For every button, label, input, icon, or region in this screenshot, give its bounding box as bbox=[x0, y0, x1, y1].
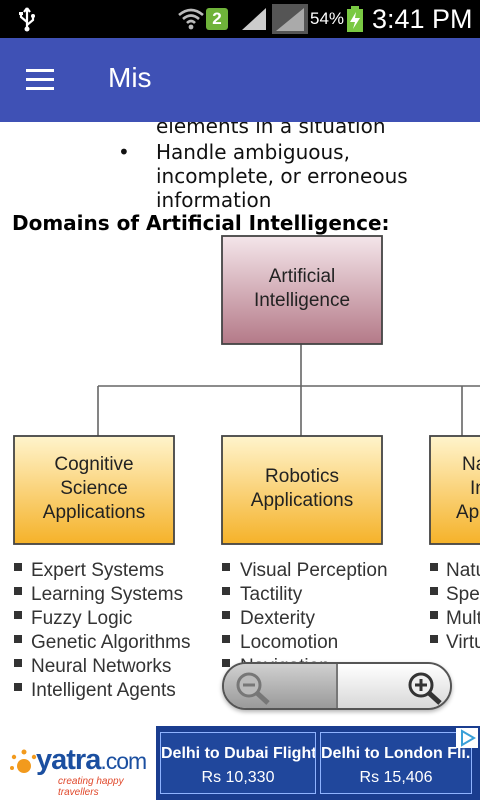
list-item: Neural Networks bbox=[31, 656, 171, 677]
list-item: Intelligent Agents bbox=[31, 680, 176, 701]
adchoices-icon[interactable] bbox=[456, 728, 478, 748]
diagram-list-cognitive: Expert Systems Learning Systems Fuzzy Lo… bbox=[14, 560, 190, 701]
sun-logo-icon bbox=[10, 749, 37, 773]
ad-brand-suffix: .com bbox=[100, 748, 147, 774]
zoom-out-button[interactable] bbox=[224, 664, 338, 708]
notification-count-badge: 2 bbox=[206, 8, 228, 30]
ai-domains-diagram: Artificial Intelligence Cognitive Scienc… bbox=[13, 235, 480, 701]
node-label: Natu bbox=[462, 454, 480, 475]
node-label: Science bbox=[60, 478, 128, 499]
zoom-out-icon bbox=[236, 672, 270, 705]
partial-text-line: elements in a situation bbox=[156, 122, 386, 138]
diagram-node-robotics: Robotics Applications bbox=[221, 435, 383, 545]
list-item: Visual Perception bbox=[240, 560, 388, 581]
app-bar: Mis bbox=[0, 38, 480, 122]
root-label-line-2: Intelligence bbox=[254, 290, 350, 311]
list-item: Dexterity bbox=[240, 608, 315, 629]
list-item: Genetic Algorithms bbox=[31, 632, 190, 653]
bullet-text: Handle ambiguous, incomplete, or erroneo… bbox=[156, 140, 408, 212]
deal-title: Delhi to Dubai Flights bbox=[161, 745, 315, 762]
signal-icon-secondary bbox=[272, 4, 308, 34]
diagram-node-natural-interfaces: Natu In Ap bbox=[429, 435, 480, 545]
battery-charging-icon bbox=[347, 6, 363, 32]
hamburger-menu-icon[interactable] bbox=[20, 60, 60, 100]
node-label: Ap bbox=[456, 502, 479, 523]
ad-logo[interactable]: yatra.com creating happy travellers bbox=[0, 726, 156, 800]
signal-icon bbox=[242, 8, 266, 30]
root-label-line-1: Artificial bbox=[269, 266, 336, 287]
ad-deal-dubai[interactable]: Delhi to Dubai Flights Rs 10,330 bbox=[160, 732, 316, 794]
node-label: In bbox=[470, 478, 480, 499]
list-item: Mult bbox=[446, 608, 480, 629]
node-label: Cognitive bbox=[54, 454, 133, 475]
clock: 3:41 PM bbox=[372, 4, 473, 34]
diagram-connectors bbox=[97, 344, 480, 436]
list-item: Expert Systems bbox=[31, 560, 164, 581]
node-label: Applications bbox=[43, 502, 145, 523]
app-title: Mis bbox=[108, 62, 152, 93]
zoom-control bbox=[222, 662, 452, 710]
diagram-list-robotics: Visual Perception Tactility Dexterity Lo… bbox=[222, 560, 388, 677]
list-item: Locomotion bbox=[240, 632, 338, 653]
usb-icon bbox=[19, 7, 35, 32]
deal-title: Delhi to London Fli... bbox=[321, 745, 471, 762]
battery-percent: 54% bbox=[310, 9, 345, 28]
ad-brand: yatra.com bbox=[36, 744, 147, 777]
status-bar: 2 54% 3:41 PM bbox=[0, 0, 480, 38]
node-label: Robotics bbox=[265, 466, 339, 487]
list-item: Learning Systems bbox=[31, 584, 183, 605]
list-item: Fuzzy Logic bbox=[31, 608, 132, 629]
list-item: Tactility bbox=[240, 584, 303, 605]
ad-deal-london[interactable]: Delhi to London Fli... Rs 15,406 bbox=[320, 732, 472, 794]
list-item: Spe bbox=[446, 584, 480, 605]
diagram-node-cognitive-science: Cognitive Science Applications bbox=[13, 435, 175, 545]
diagram-list-natural: Natu Spe Mult Virtu bbox=[430, 560, 480, 653]
zoom-in-button[interactable] bbox=[338, 664, 450, 708]
list-item: Natu bbox=[446, 560, 480, 581]
ad-tagline: creating happy travellers bbox=[58, 776, 124, 798]
deal-price: Rs 10,330 bbox=[201, 769, 275, 786]
diagram-root-node: Artificial Intelligence bbox=[221, 235, 383, 345]
ad-brand-name: yatra bbox=[36, 744, 101, 776]
wifi-icon bbox=[178, 8, 204, 30]
bullet-marker: • bbox=[118, 140, 130, 164]
zoom-in-icon bbox=[408, 672, 442, 705]
article-content[interactable]: elements in a situation • Handle ambiguo… bbox=[0, 122, 480, 726]
list-item: Virtu bbox=[446, 632, 480, 653]
section-heading: Domains of Artificial Intelligence: bbox=[12, 211, 390, 235]
ad-banner[interactable]: yatra.com creating happy travellers Delh… bbox=[0, 726, 480, 800]
node-label: Applications bbox=[251, 490, 353, 511]
deal-price: Rs 15,406 bbox=[359, 769, 433, 786]
